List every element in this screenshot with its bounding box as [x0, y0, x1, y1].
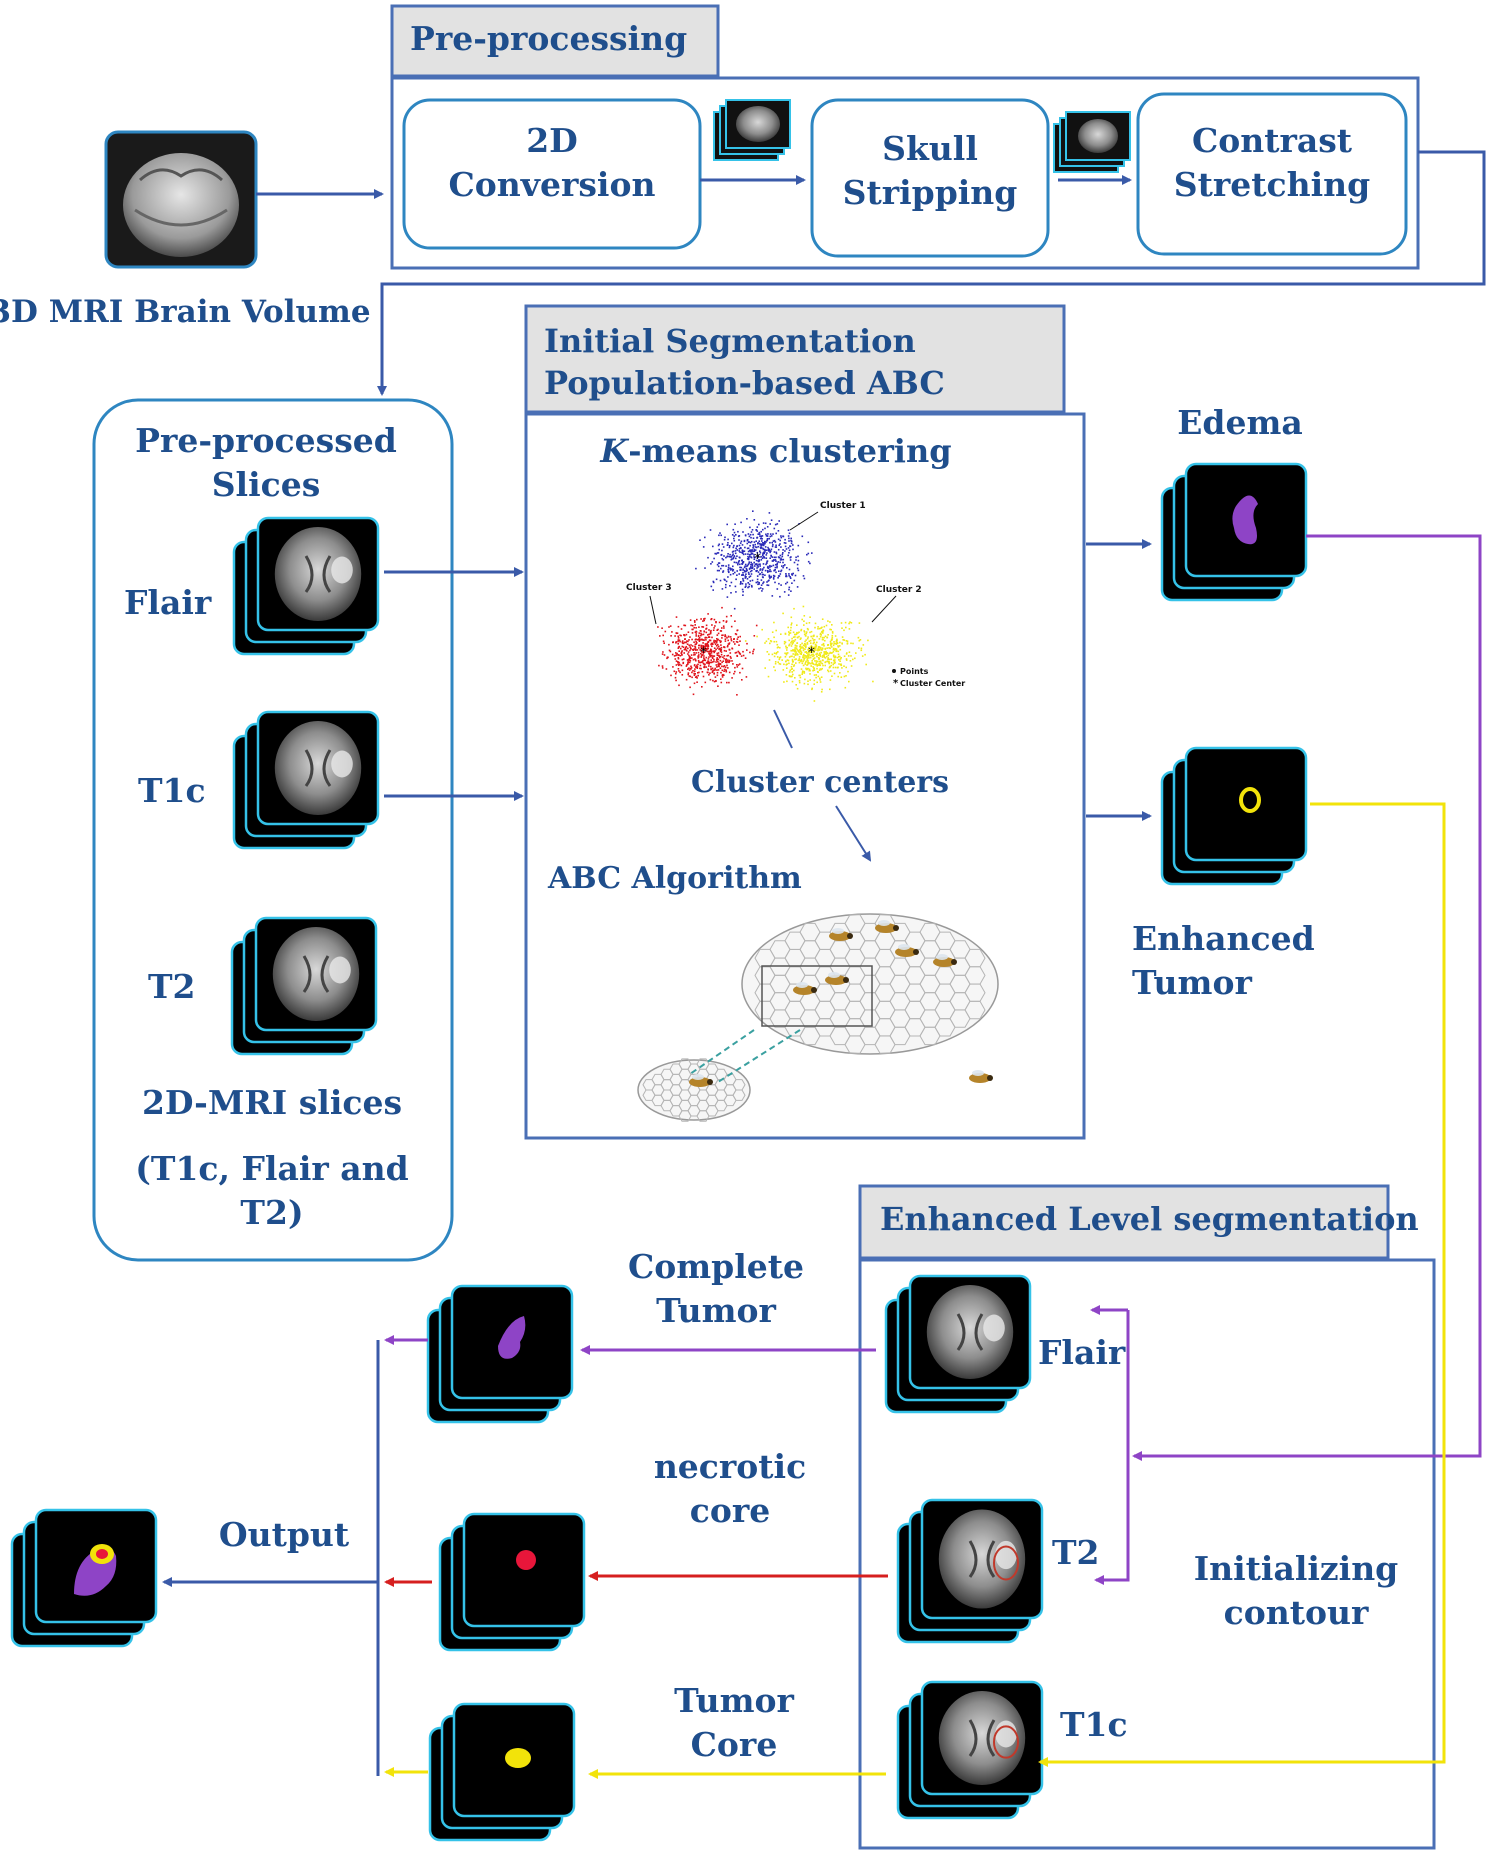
enhanced-level-header: Enhanced Level segmentation — [880, 1200, 1419, 1238]
complete-tumor-line2: Tumor — [656, 1291, 776, 1330]
slices-title-line1: Pre-processed — [135, 421, 397, 460]
slice-stack-t1c — [232, 710, 380, 850]
mri-volume-icon — [104, 130, 258, 269]
slices-title-line2: Slices — [212, 465, 321, 504]
step-skull-line2: Stripping — [843, 173, 1018, 212]
edema-stack — [1160, 462, 1308, 602]
step-skull-line1: Skull — [882, 129, 978, 168]
enh-t2-stack — [896, 1498, 1044, 1644]
cluster-2-pointer — [871, 595, 897, 623]
slice-label-t2: T2 — [148, 967, 196, 1006]
kmeans-scatter: * * * — [657, 510, 874, 702]
enhanced-tumor-line1: Enhanced — [1132, 919, 1315, 958]
slices-caption-line2: (T1c, Flair and — [135, 1149, 408, 1188]
cluster-to-abc-arrow — [835, 805, 872, 862]
cluster-1-points — [695, 510, 813, 610]
kmeans-title: K-means clustering — [599, 432, 951, 470]
slice-label-flair: Flair — [124, 583, 212, 622]
thumb-2d-slice — [713, 99, 791, 161]
preprocessing-panel: Pre-processing 2D Conversion Skull Strip… — [390, 4, 1420, 270]
complete-tumor-line1: Complete — [628, 1247, 804, 1286]
legend-points-dot — [892, 669, 896, 673]
edema-label: Edema — [1177, 403, 1303, 442]
contour-line1: Initializing — [1194, 1549, 1399, 1588]
cluster-3-points — [657, 606, 758, 696]
enh-label-t1c: T1c — [1060, 1705, 1128, 1744]
kmeans-title-k: K — [599, 432, 629, 470]
contour-line2: contour — [1224, 1593, 1369, 1632]
necrotic-core-stack — [438, 1512, 586, 1652]
preprocessing-header: Pre-processing — [410, 19, 687, 58]
cluster-1-center: * — [754, 551, 761, 567]
abc-algorithm-label: ABC Algorithm — [547, 861, 802, 896]
kmeans-title-rest: -means clustering — [628, 432, 951, 470]
necrotic-core-line1: necrotic — [654, 1447, 806, 1486]
mri-volume-label: 3D MRI Brain Volume — [0, 294, 371, 330]
slices-panel: Pre-processed Slices Flair T1c T2 2D-MRI… — [92, 398, 454, 1262]
complete-tumor-stack — [426, 1284, 574, 1424]
cluster-centers-pointer — [773, 709, 793, 749]
step-contrast-line2: Stretching — [1174, 165, 1370, 204]
tumor-core-line1: Tumor — [674, 1681, 794, 1720]
cluster-3-pointer — [649, 595, 657, 625]
step-contrast-stretching — [1136, 92, 1408, 256]
enh-label-flair: Flair — [1038, 1333, 1126, 1372]
output-label: Output — [219, 1515, 350, 1554]
enhanced-level-panel: Enhanced Level segmentation Flair T2 T1c… — [858, 1184, 1436, 1850]
slices-caption-line3: T2) — [240, 1193, 303, 1232]
enhanced-tumor-stack — [1160, 746, 1308, 886]
enh-t1c-stack — [896, 1680, 1044, 1820]
slice-stacks — [10, 462, 1308, 1842]
slices-caption-line1: 2D-MRI slices — [142, 1083, 402, 1122]
cluster-2-points — [744, 605, 874, 702]
cluster-3-center: * — [700, 645, 707, 661]
necrotic-core-line2: core — [690, 1491, 771, 1530]
slice-stack-t2 — [230, 916, 378, 1056]
step-2d-line2: Conversion — [449, 165, 656, 204]
tumor-core-stack — [428, 1702, 576, 1842]
cluster-label-1: Cluster 1 — [820, 501, 866, 511]
arrow-edema-to-enhanced-level — [1132, 534, 1482, 1461]
abc-bee-illustration — [637, 913, 999, 1122]
step-2d-line1: 2D — [526, 121, 578, 160]
cluster-label-3: Cluster 3 — [626, 583, 672, 593]
cluster-2-center: * — [808, 645, 815, 661]
enh-label-t2: T2 — [1052, 1533, 1100, 1572]
initial-seg-header-line1: Initial Segmentation — [544, 322, 916, 360]
slice-stack-flair — [232, 516, 380, 656]
legend-center: Cluster Center — [900, 679, 965, 688]
initial-seg-header-line2: Population-based ABC — [544, 364, 945, 402]
slice-label-t1c: T1c — [138, 771, 206, 810]
cluster-1-pointer — [789, 511, 819, 531]
tumor-core-line2: Core — [691, 1725, 778, 1764]
step-2d-conversion — [402, 98, 702, 250]
enhanced-tumor-line2: Tumor — [1132, 963, 1252, 1002]
arrow-enhanced-to-t1c — [1038, 802, 1446, 1767]
output-stack — [10, 1508, 158, 1648]
legend-points: Points — [900, 667, 929, 676]
bracket-flair-t2 — [1094, 1310, 1130, 1585]
step-contrast-line1: Contrast — [1192, 121, 1353, 160]
enh-flair-stack — [884, 1274, 1032, 1414]
step-skull-stripping — [810, 98, 1050, 258]
arrow-preproc-to-slices — [377, 150, 1486, 396]
legend-center-mark: * — [893, 678, 899, 689]
thumb-skull-stripped — [1053, 111, 1131, 173]
cluster-centers-label: Cluster centers — [691, 765, 949, 800]
cluster-label-2: Cluster 2 — [876, 585, 922, 595]
initial-segmentation-panel: Initial Segmentation Population-based AB… — [524, 304, 1086, 1140]
connector-arrows — [162, 150, 1486, 1779]
